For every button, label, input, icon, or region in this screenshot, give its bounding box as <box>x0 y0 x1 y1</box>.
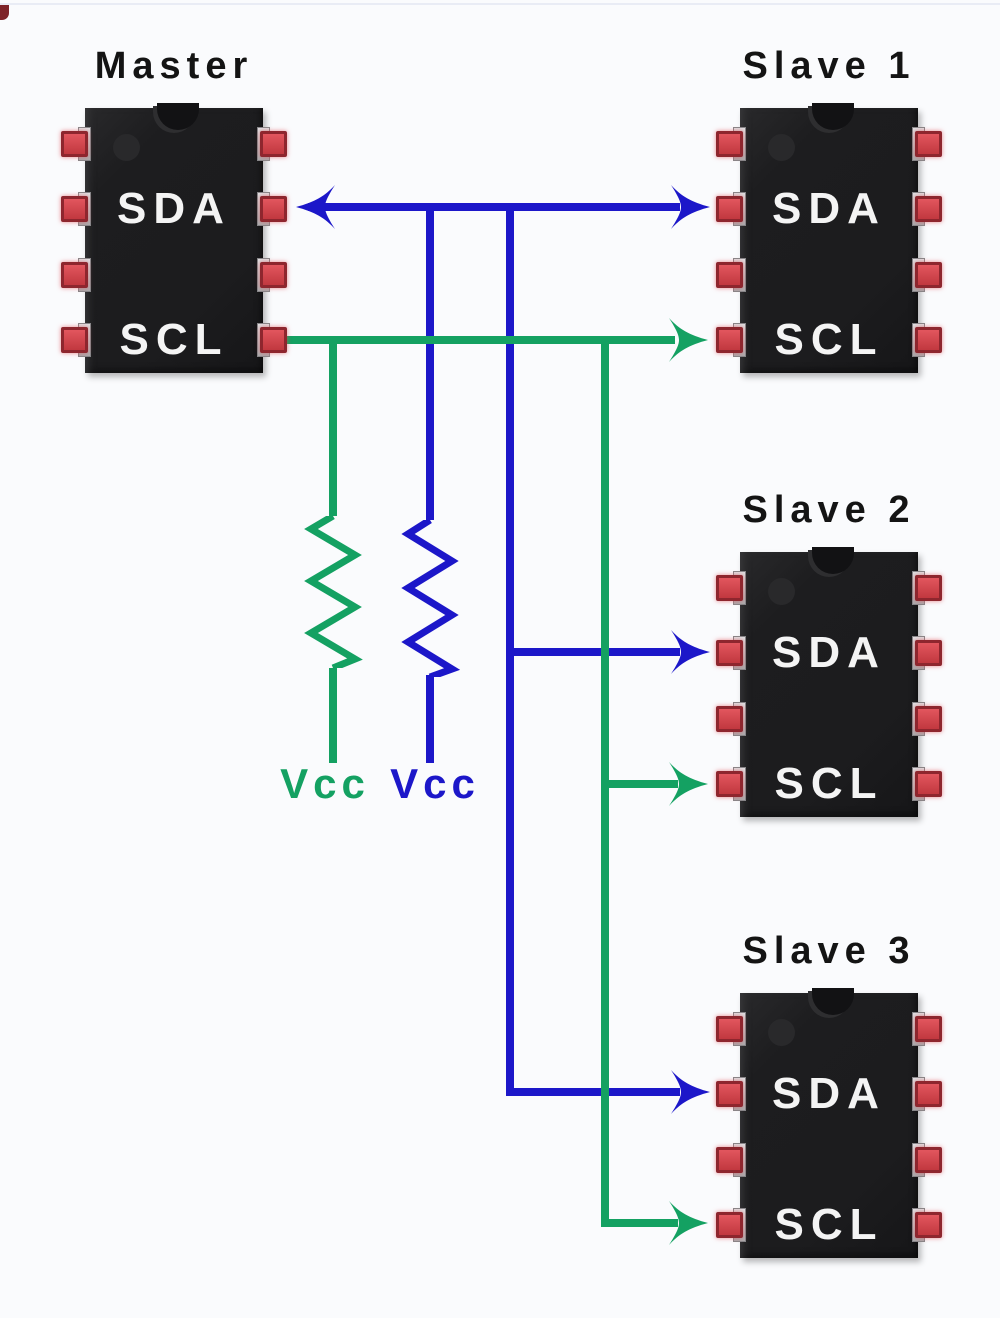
slave3-sda-label: SDA <box>772 1069 886 1118</box>
scl-arrowhead-slave3-icon <box>669 1201 708 1245</box>
scl-arrowhead-slave2-icon <box>669 762 708 806</box>
pin-pad <box>716 262 743 288</box>
pin-pad <box>716 327 743 353</box>
pin-pad <box>716 771 743 797</box>
chip-slave3: Slave 3 SDA SCL <box>716 930 942 1258</box>
chip-notch-icon <box>812 547 854 574</box>
pin-pad <box>260 327 287 353</box>
scl-branch-slave2-line <box>601 780 678 788</box>
scl-bus-main-line <box>287 336 675 344</box>
pin-pad <box>915 706 942 732</box>
master-scl-label: SCL <box>119 315 229 364</box>
pin-pad <box>915 575 942 601</box>
sda-branch-slave2-line <box>506 648 680 656</box>
corner-red-artifact <box>0 5 9 20</box>
slave1-scl-label: SCL <box>774 315 884 364</box>
sda-arrowhead-slave1-icon <box>671 185 710 229</box>
sda-bus-main-line <box>308 203 680 211</box>
slave2-sda-label: SDA <box>772 628 886 677</box>
pin-pad <box>260 196 287 222</box>
pin-pad <box>61 327 88 353</box>
pin-pad <box>915 196 942 222</box>
pin-pad <box>915 262 942 288</box>
sda-pullup-tail-line <box>426 675 434 763</box>
pin-pad <box>915 1147 942 1173</box>
slave2-scl-label: SCL <box>774 759 884 808</box>
pin-pad <box>716 1147 743 1173</box>
chip-slave3-body: SDA SCL <box>716 988 942 1258</box>
chip-slave1: Slave 1 SDA SCL <box>716 45 942 373</box>
pin-pad <box>716 131 743 157</box>
pin-pad <box>716 640 743 666</box>
pin-pad <box>915 1081 942 1107</box>
pin-pad <box>260 131 287 157</box>
sda-arrowhead-master-icon <box>296 185 335 229</box>
scl-arrowhead-slave1-icon <box>669 318 708 362</box>
pin1-dot-icon <box>113 134 140 161</box>
slave3-scl-label: SCL <box>774 1200 884 1249</box>
pin-pad <box>915 1212 942 1238</box>
pin-pad <box>716 575 743 601</box>
pin-pad <box>716 1212 743 1238</box>
chip-slave3-title: Slave 3 <box>742 930 916 972</box>
chip-slave1-title: Slave 1 <box>742 45 916 87</box>
sda-pullup-branch-line <box>426 203 434 520</box>
chip-slave2-body: SDA SCL <box>716 547 942 817</box>
pin-pad <box>915 640 942 666</box>
chip-master-body: SDA SCL <box>61 103 287 373</box>
chip-slave2-title: Slave 2 <box>742 489 916 531</box>
chip-slave2: Slave 2 SDA SCL <box>716 489 942 817</box>
pin-pad <box>260 262 287 288</box>
scl-pullup-tail-line <box>329 668 337 763</box>
chip-master-title: Master <box>94 45 254 87</box>
pin-pad <box>716 196 743 222</box>
scl-branch-slave3-line <box>601 1219 678 1227</box>
chip-notch-icon <box>157 103 199 130</box>
chip-master: Master SDA SCL <box>61 45 287 373</box>
pin-pad <box>61 262 88 288</box>
vcc-label-scl: Vcc <box>280 760 370 807</box>
scl-pullup-branch-line <box>329 336 337 516</box>
pin-pad <box>61 196 88 222</box>
sda-arrowhead-slave2-icon <box>671 630 710 674</box>
pin-pad <box>915 131 942 157</box>
sda-arrowhead-slave3-icon <box>671 1070 710 1114</box>
chip-slave1-body: SDA SCL <box>716 103 942 373</box>
pin-pad <box>915 327 942 353</box>
chip-notch-icon <box>812 103 854 130</box>
pin1-dot-icon <box>768 134 795 161</box>
pin-pad <box>915 1016 942 1042</box>
pin-pad <box>716 1081 743 1107</box>
pin1-dot-icon <box>768 578 795 605</box>
pin1-dot-icon <box>768 1019 795 1046</box>
vcc-label-sda: Vcc <box>390 760 480 807</box>
pin-pad <box>915 771 942 797</box>
chip-notch-icon <box>812 988 854 1015</box>
scl-pullup-resistor-icon <box>304 516 363 668</box>
pin-pad <box>716 706 743 732</box>
pin-pad <box>61 131 88 157</box>
master-sda-label: SDA <box>117 184 231 233</box>
slave1-sda-label: SDA <box>772 184 886 233</box>
top-edge-hairline <box>0 3 1000 5</box>
sda-branch-slave3-line <box>506 1088 680 1096</box>
pin-pad <box>716 1016 743 1042</box>
sda-pullup-resistor-icon <box>401 520 460 677</box>
